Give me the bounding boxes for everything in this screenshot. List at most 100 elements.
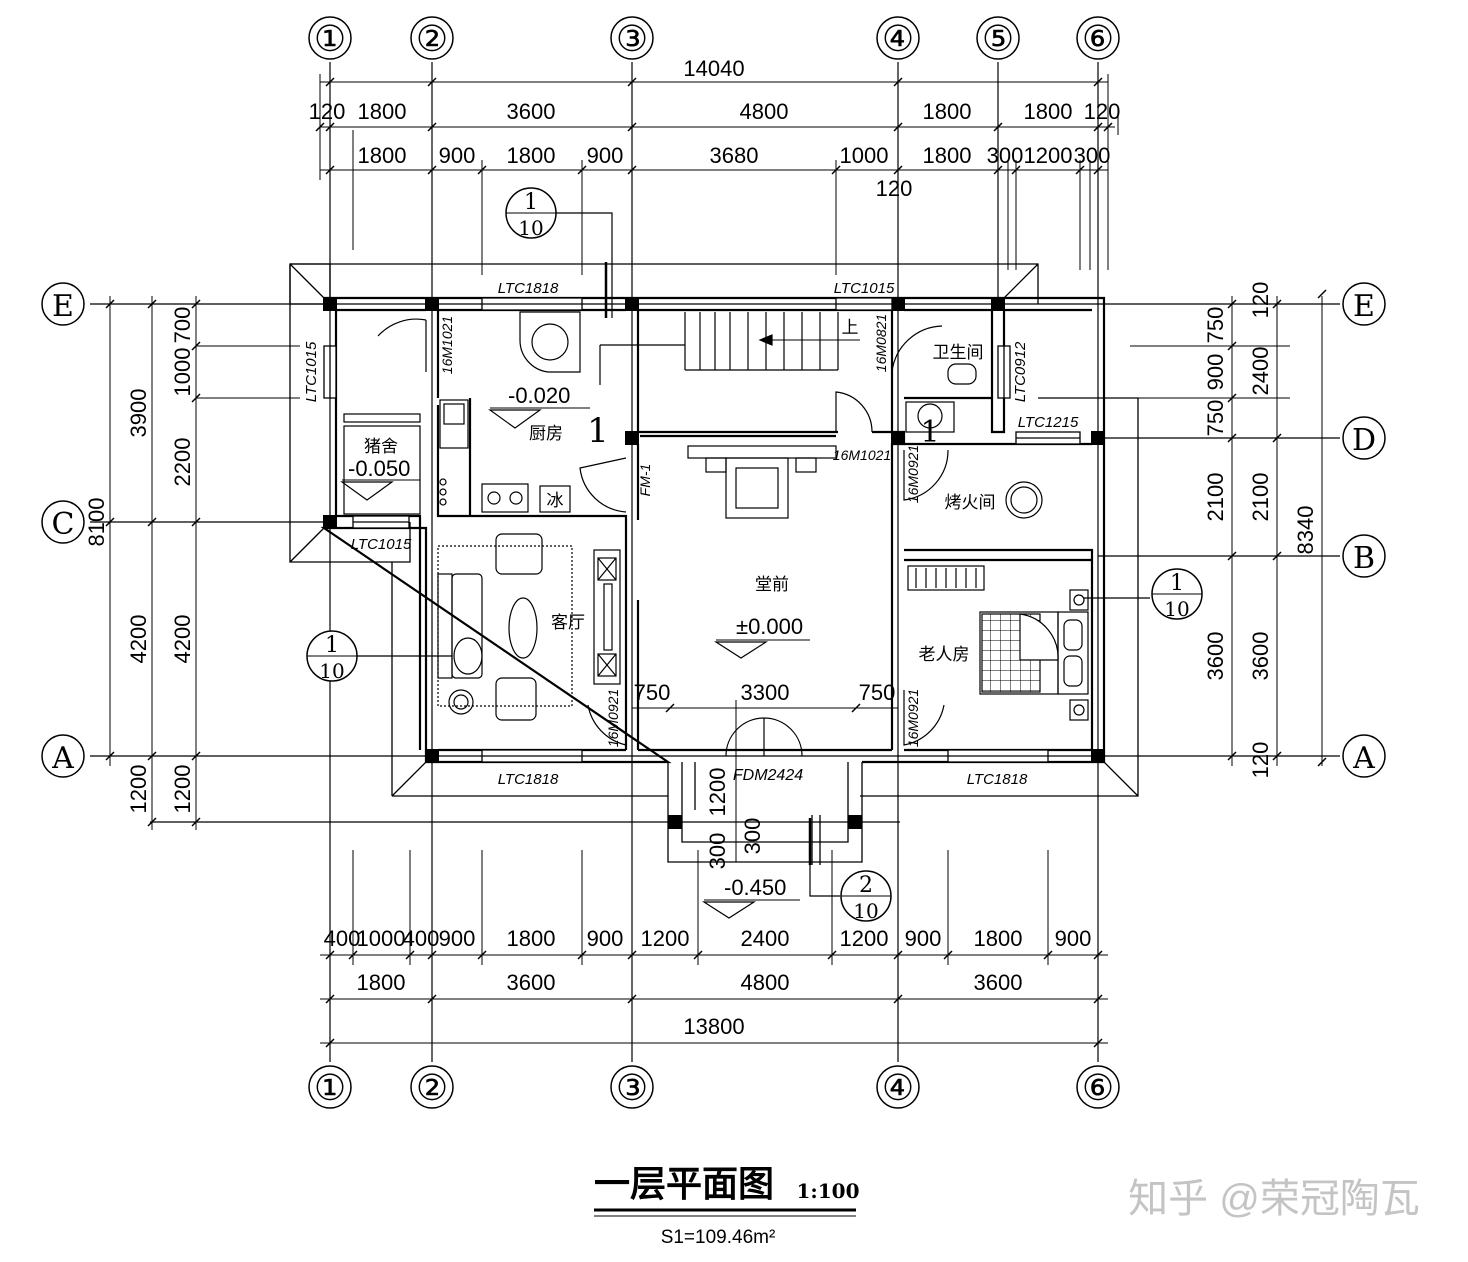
dim-right-inner: 750 xyxy=(1203,307,1228,344)
axis-label-top-6: ⑥ xyxy=(1082,19,1114,60)
dim-top-r1: 120 xyxy=(309,99,346,124)
level-hall: ±0.000 xyxy=(713,614,810,659)
porch xyxy=(667,762,863,865)
door-16m1021-kitchen: 16M1021 xyxy=(439,316,455,374)
dim-left-outer: 1200 xyxy=(126,765,151,814)
section-mark-left: 1 10 xyxy=(306,630,358,683)
room-living: 客厅 xyxy=(551,613,585,632)
section-mark-right: 1 10 xyxy=(1151,568,1203,621)
axis-label-top-3: ③ xyxy=(616,19,648,60)
axis-label-top-4: ④ xyxy=(882,19,914,60)
dim-bot-r1: 900 xyxy=(587,926,624,951)
axis-bubbles-bottom: ① ② ③ ④ ⑥ xyxy=(308,1065,1120,1109)
section-mark-left-num: 1 xyxy=(325,633,339,658)
dim-top-r2: 1800 xyxy=(358,143,407,168)
dim-porch: 300 xyxy=(705,833,730,870)
dim-top-r2: 1800 xyxy=(507,143,556,168)
windows-drawn xyxy=(323,297,1081,763)
level-pig-text: -0.050 xyxy=(348,456,410,481)
dim-bot-r1: 400 xyxy=(403,926,440,951)
dim-bot-r2: 1800 xyxy=(357,970,406,995)
window-ltc1818-bottom-left: LTC1818 xyxy=(498,771,559,788)
dim-top-r2: 300 xyxy=(987,143,1024,168)
dim-top-extra: 120 xyxy=(876,176,913,201)
dim-left-outer: 3900 xyxy=(126,389,151,438)
dim-left-inner: 700 xyxy=(170,307,195,344)
stairs xyxy=(599,312,860,385)
dim-right-inner: 2100 xyxy=(1203,473,1228,522)
axis-label-left-C: C xyxy=(52,507,75,542)
section-mark-bottom: 2 10 xyxy=(840,870,892,923)
dim-bot-r1: 2400 xyxy=(741,926,790,951)
axis-label-left-A: A xyxy=(51,741,74,776)
section-mark-bottom-sheet: 10 xyxy=(853,899,878,923)
dim-right-inner: 900 xyxy=(1203,354,1228,391)
dim-top-r2: 1200 xyxy=(1024,143,1073,168)
dim-top-r1: 1800 xyxy=(1024,99,1073,124)
room-bath: 卫生间 xyxy=(933,343,984,362)
dim-top-r1: 120 xyxy=(1084,99,1121,124)
window-labels: LTC1818 LTC1015 LTC1015 LTC1015 LTC0912 … xyxy=(303,280,1079,788)
window-ltc1818-bottom-right: LTC1818 xyxy=(967,771,1028,788)
dim-mid-right: 750 xyxy=(859,680,896,705)
axis-label-right-D: D xyxy=(1352,423,1376,458)
dim-top-r2: 900 xyxy=(439,143,476,168)
dim-bot-r1: 1800 xyxy=(507,926,556,951)
dim-top-r2: 300 xyxy=(1074,143,1111,168)
dim-right-inner: 3600 xyxy=(1203,632,1228,681)
window-ltc0912: LTC0912 xyxy=(1012,341,1029,402)
room-kitchen: 厨房 xyxy=(529,424,563,443)
dim-right-inner: 120 xyxy=(1248,742,1273,779)
dim-bot-r1: 1200 xyxy=(641,926,690,951)
window-ltc1015-bottom: LTC1015 xyxy=(351,536,412,553)
dim-top-r2: 3680 xyxy=(710,143,759,168)
dim-right-outer: 8340 xyxy=(1293,506,1318,555)
axis-bubbles-left: E C A xyxy=(41,282,85,778)
room-pig: 猪舍 xyxy=(364,437,398,456)
level-porch: -0.450 xyxy=(701,875,800,919)
dim-bot-r1: 900 xyxy=(439,926,476,951)
dim-bot-r1: 900 xyxy=(1055,926,1092,951)
section-mark-top-num: 1 xyxy=(524,190,538,215)
dim-porch: 1200 xyxy=(705,768,730,817)
axis-label-right-E: E xyxy=(1353,289,1375,324)
axis-label-bottom-2: ② xyxy=(416,1068,448,1109)
stairs-up-label: 上 xyxy=(842,318,859,337)
mid-dims: 750 3300 750 xyxy=(632,680,898,713)
dim-bot-overall: 13800 xyxy=(683,1014,744,1039)
dim-mid-center: 3300 xyxy=(741,680,790,705)
dim-top-overall: 14040 xyxy=(683,56,744,81)
section-mark-top: 1 10 xyxy=(505,187,557,240)
door-labels: 16M1021 16M0821 16M1021 16M0921 FM-1 16M… xyxy=(439,314,921,784)
door-fdm2424: FDM2424 xyxy=(733,767,803,784)
dim-top-r2: 1800 xyxy=(923,143,972,168)
section-cut-right: 1 xyxy=(920,415,939,450)
axis-label-right-B: B xyxy=(1353,541,1375,576)
dim-left-outer: 8100 xyxy=(84,498,109,547)
dim-left-outer: 4200 xyxy=(126,615,151,664)
axis-label-top-5: ⑤ xyxy=(982,19,1014,60)
dim-porch: 300 xyxy=(740,818,765,855)
dim-top-r1: 1800 xyxy=(358,99,407,124)
dim-bot-r1: 400 xyxy=(324,926,361,951)
room-hall: 堂前 xyxy=(755,575,789,594)
door-16m0921-elder: 16M0921 xyxy=(905,689,921,747)
axis-label-bottom-1: ① xyxy=(314,1068,346,1109)
axis-label-left-E: E xyxy=(52,289,74,324)
drawing-scale: 1:100 xyxy=(796,1179,859,1203)
window-ltc1215: LTC1215 xyxy=(1018,414,1079,431)
dim-bot-r2: 3600 xyxy=(507,970,556,995)
axis-label-bottom-4: ④ xyxy=(882,1068,914,1109)
level-kitchen: -0.020 xyxy=(488,383,590,429)
section-mark-right-num: 1 xyxy=(1170,571,1184,596)
axis-label-top-2: ② xyxy=(416,19,448,60)
roof-eaves xyxy=(289,263,1139,797)
level-porch-text: -0.450 xyxy=(724,875,786,900)
section-mark-top-sheet: 10 xyxy=(518,216,543,240)
columns xyxy=(323,297,1105,829)
dim-top-r1: 4800 xyxy=(740,99,789,124)
dim-right-mid: 3600 xyxy=(1248,632,1273,681)
door-16m1021-hall: 16M1021 xyxy=(833,447,891,463)
section-mark-right-sheet: 10 xyxy=(1164,597,1189,621)
fridge-label: 冰 xyxy=(547,491,564,510)
